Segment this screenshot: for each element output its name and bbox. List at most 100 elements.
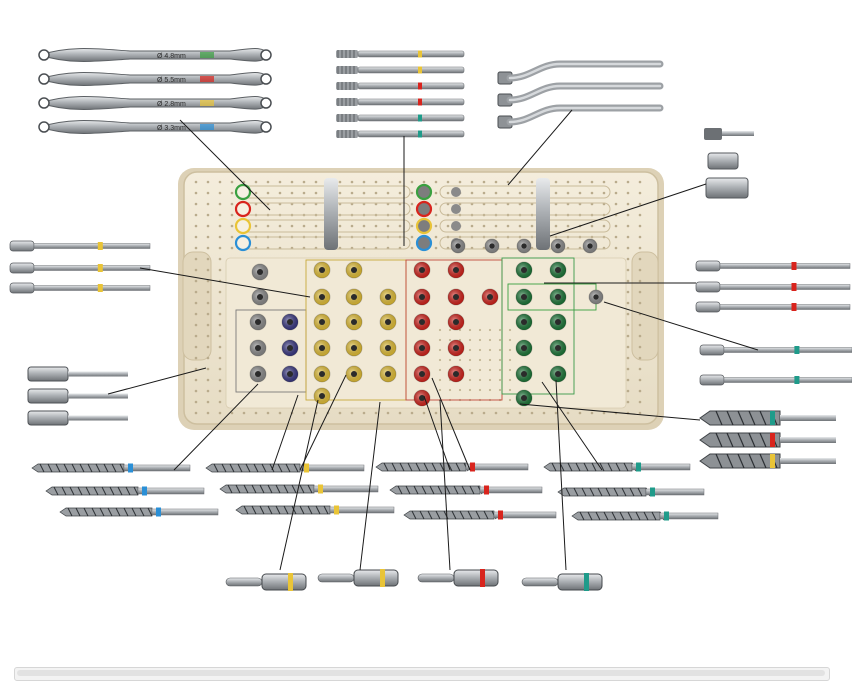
- color-band: [484, 485, 489, 495]
- curved-tool-group: [497, 60, 664, 129]
- horizontal-scrollbar[interactable]: [14, 667, 830, 681]
- tray-top-slots: [234, 183, 611, 252]
- large-drill: [699, 453, 836, 469]
- bottom-driver-group: [225, 569, 603, 591]
- wrench: [38, 120, 272, 134]
- driver-red: [695, 260, 851, 272]
- driver-slot: [439, 185, 611, 199]
- wrench-size-label: Ø 4.8mm: [157, 53, 186, 60]
- side-tool-group: [9, 240, 852, 469]
- curved-wrench: [497, 60, 664, 85]
- color-band: [791, 262, 797, 270]
- driver-bit: [336, 66, 465, 74]
- twist-drill: [219, 484, 379, 494]
- wrench-band: [200, 100, 214, 106]
- twist-drill: [375, 462, 529, 472]
- color-band: [288, 573, 293, 591]
- color-band: [418, 130, 422, 138]
- large-drill: [699, 432, 836, 448]
- driver-teal: [699, 374, 852, 386]
- color-band: [318, 484, 323, 494]
- implant-driver: [317, 569, 399, 587]
- color-band: [142, 486, 147, 496]
- color-band: [498, 510, 503, 520]
- color-band: [418, 98, 422, 106]
- wrench-size-label: Ø 3.3mm: [157, 125, 186, 132]
- color-band: [156, 507, 161, 517]
- leader-line: [439, 399, 451, 571]
- leader-line: [139, 267, 311, 298]
- twist-drill: [403, 510, 557, 520]
- color-band: [97, 242, 103, 250]
- color-band: [791, 283, 797, 291]
- leader-line: [519, 403, 701, 421]
- handpiece-adapter: [705, 177, 749, 199]
- leader-line: [423, 395, 451, 471]
- scrollbar-thumb[interactable]: [17, 670, 825, 676]
- color-band: [418, 114, 422, 122]
- tray-screws: [249, 238, 604, 407]
- color-band: [480, 569, 485, 587]
- driver-slot: [439, 202, 611, 216]
- wrench-hole: [38, 97, 50, 109]
- wrench-band: [200, 124, 214, 130]
- leader-line: [179, 119, 271, 211]
- implant-driver: [521, 573, 603, 591]
- color-band: [794, 346, 800, 354]
- driver-yellow: [9, 240, 151, 252]
- drill-sleeve: [27, 366, 128, 382]
- color-band: [770, 454, 775, 468]
- leader-line: [507, 109, 573, 186]
- color-band: [770, 411, 775, 425]
- wrench: [38, 96, 272, 110]
- driver-bit: [336, 98, 465, 106]
- wrench: [38, 48, 272, 62]
- drill-group: [31, 462, 719, 521]
- wrench-band: [200, 76, 214, 82]
- wrench-hole: [38, 73, 50, 85]
- color-band: [418, 50, 422, 58]
- driver-bit: [336, 82, 465, 90]
- implant-driver: [417, 569, 499, 587]
- color-band: [470, 462, 475, 472]
- color-band: [97, 284, 103, 292]
- top-driver-group: [336, 50, 465, 138]
- color-band: [791, 303, 797, 311]
- slot-screw: [451, 204, 461, 214]
- twist-drill: [389, 485, 543, 495]
- twist-drill: [45, 486, 205, 496]
- twist-drill: [543, 462, 691, 472]
- slot-ring: [234, 234, 252, 252]
- slot-end: [415, 234, 433, 252]
- color-band: [664, 511, 669, 521]
- twist-drill: [205, 463, 365, 473]
- wrench: [38, 72, 272, 86]
- drill-sleeve: [27, 388, 128, 404]
- wrench-hole: [38, 121, 50, 133]
- tray-zone-frames: [235, 257, 597, 401]
- leader-line: [549, 183, 707, 237]
- driver-bit: [336, 130, 465, 138]
- leader-line: [173, 383, 259, 471]
- slot-end: [415, 183, 433, 201]
- slot-end: [415, 200, 433, 218]
- twist-drill: [235, 505, 395, 515]
- slot-ring: [234, 200, 252, 218]
- twist-drill: [59, 507, 219, 517]
- leader-line: [279, 399, 319, 571]
- driver-slot: [439, 219, 611, 233]
- slot-screw: [451, 221, 461, 231]
- implant-driver: [225, 573, 307, 591]
- leader-line: [541, 381, 603, 471]
- color-band: [97, 264, 103, 272]
- curved-wrench: [497, 104, 664, 129]
- wrench-hole: [260, 97, 272, 109]
- color-band: [128, 463, 133, 473]
- wrench-hole: [260, 49, 272, 61]
- color-band: [380, 569, 385, 587]
- driver-teal: [699, 344, 852, 356]
- wrench-band: [200, 52, 214, 58]
- leader-line: [431, 377, 471, 471]
- driver-yellow: [9, 282, 151, 294]
